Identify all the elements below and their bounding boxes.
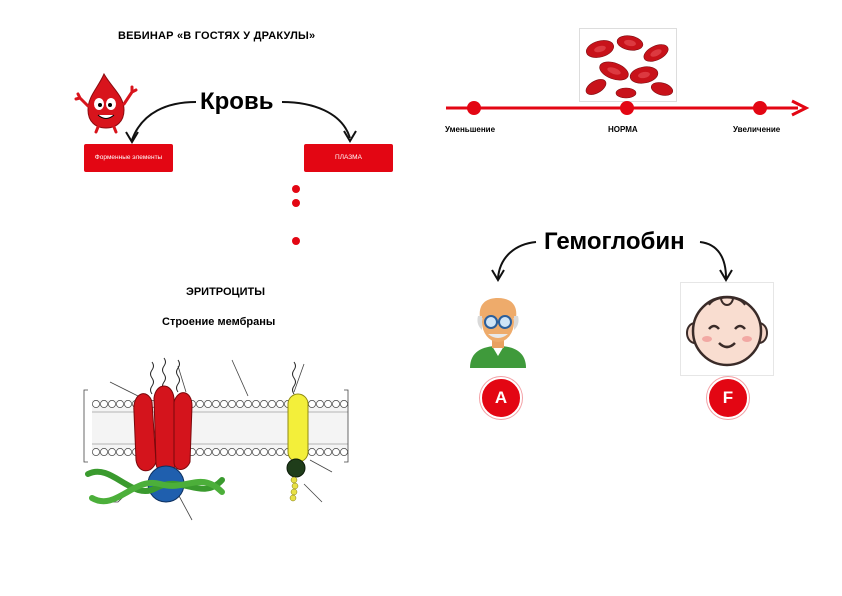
old-man-icon bbox=[470, 298, 526, 368]
blood-title: Кровь bbox=[200, 88, 274, 115]
hemoglobin-title: Гемоглобин bbox=[544, 228, 685, 255]
scale-point-norm bbox=[620, 101, 634, 115]
hemoglobin-f-badge: F bbox=[707, 377, 749, 419]
blood-drop-character-icon bbox=[74, 72, 138, 134]
erythrocytes-title: ЭРИТРОЦИТЫ bbox=[186, 286, 265, 298]
scale-label-decrease: Уменьшение bbox=[445, 125, 496, 134]
scale-label-norm: НОРМА bbox=[608, 125, 638, 134]
membrane-structure-subtitle: Строение мембраны bbox=[162, 316, 276, 328]
baby-face-icon bbox=[686, 295, 768, 367]
membrane-diagram bbox=[83, 357, 349, 521]
webinar-title: ВЕБИНАР «В ГОСТЯХ У ДРАКУЛЫ» bbox=[118, 30, 316, 42]
bullet-dot bbox=[292, 237, 300, 245]
bullet-dot bbox=[292, 185, 300, 193]
hemoglobin-a-badge: A bbox=[480, 377, 522, 419]
baby-face-icon-frame bbox=[680, 282, 774, 376]
scale-arrow bbox=[446, 99, 810, 117]
formed-elements-box: Форменные элементы bbox=[84, 144, 173, 172]
red-blood-cells-image bbox=[579, 28, 677, 102]
plasma-box: ПЛАЗМА bbox=[304, 144, 393, 172]
scale-point-increase bbox=[753, 101, 767, 115]
scale-point-decrease bbox=[467, 101, 481, 115]
blood-branch-arrows bbox=[125, 101, 357, 144]
scale-label-increase: Увеличение bbox=[733, 125, 781, 134]
hemoglobin-branch-arrows bbox=[491, 241, 733, 282]
bullet-dot bbox=[292, 199, 300, 207]
